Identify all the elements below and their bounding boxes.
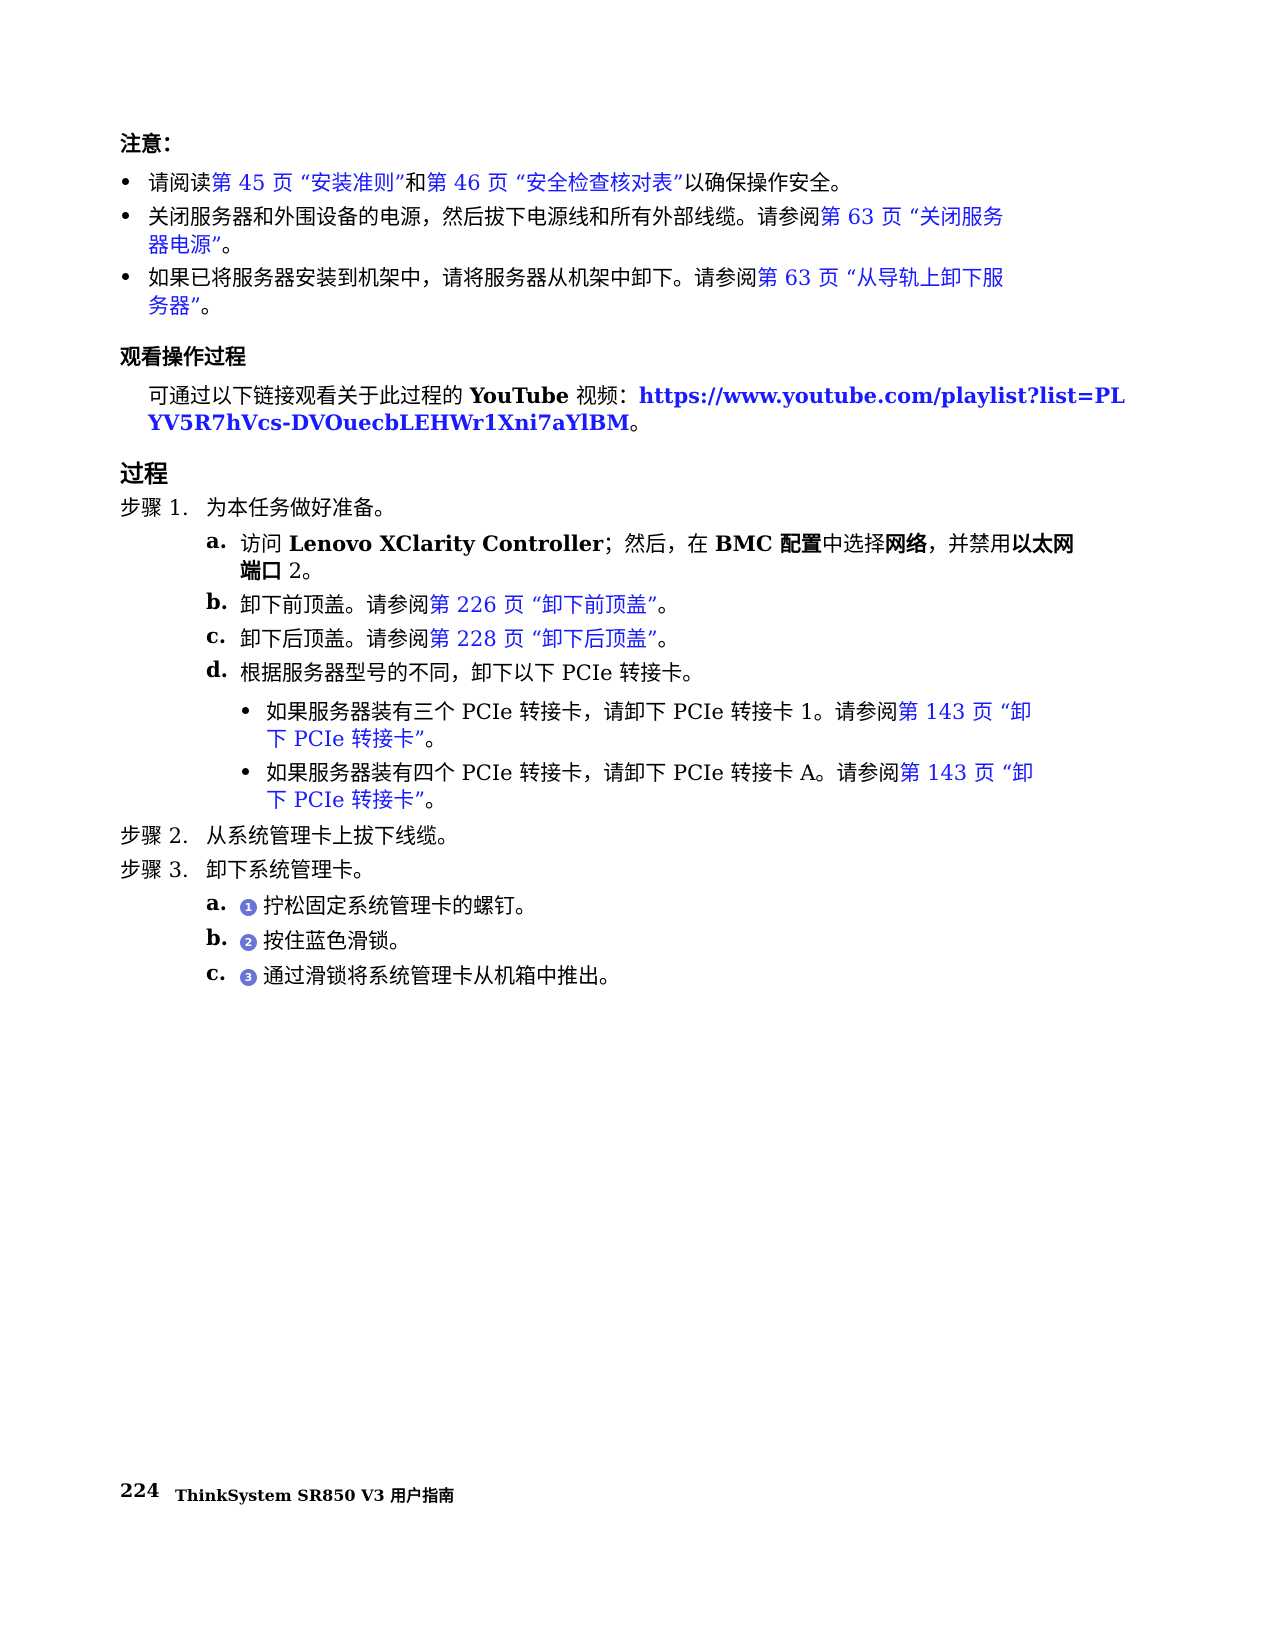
watch-text-cont: YV5R7hVcs-DVOuecbLEHWr1Xni7aYlBM。	[148, 407, 651, 437]
link-remove-rear-top-cover[interactable]: 第 228 页 “卸下后顶盖”	[429, 627, 658, 651]
watch-heading: 观看操作过程	[120, 344, 246, 369]
link-remove-front-top-cover[interactable]: 第 226 页 “卸下前顶盖”	[429, 593, 658, 617]
substep-label: d.	[206, 657, 228, 682]
substep-3c: 3 通过滑锁将系统管理卡从机箱中推出。	[240, 960, 620, 990]
step-3-label: 步骤 3.	[120, 858, 189, 882]
substep-label: c.	[206, 960, 227, 985]
youtube-playlist-link-cont[interactable]: YV5R7hVcs-DVOuecbLEHWr1Xni7aYlBM	[148, 410, 630, 435]
text: 卸下后顶盖。请参阅	[240, 627, 429, 651]
text: 视频：	[569, 384, 639, 408]
link-remove-pcie-riser[interactable]: 第 143 页 “卸	[897, 700, 1032, 724]
text: 。	[629, 411, 651, 435]
step-1-text: 为本任务做好准备。	[206, 496, 395, 520]
text: 关闭服务器和外围设备的电源，然后拔下电源线和所有外部线缆。请参阅	[148, 205, 820, 229]
substep-label: a.	[206, 890, 227, 915]
text: 。	[657, 627, 679, 651]
text: ；然后，在	[603, 532, 715, 556]
bullet-icon	[122, 212, 129, 219]
xclarity-controller: Lenovo XClarity Controller	[288, 531, 604, 556]
text: 按住蓝色滑锁。	[263, 929, 410, 953]
substep-label: a.	[206, 528, 227, 553]
bullet-icon	[242, 768, 249, 775]
text: 。	[425, 727, 447, 751]
bullet-icon	[122, 178, 129, 185]
attention-heading: 注意：	[120, 131, 183, 156]
attention-item-2: 关闭服务器和外围设备的电源，然后拔下电源线和所有外部线缆。请参阅第 63 页 “…	[148, 201, 1003, 231]
link-remove-pcie-riser-cont[interactable]: 下 PCIe 转接卡”	[266, 727, 426, 751]
text: 如果已将服务器安装到机架中，请将服务器从机架中卸下。请参阅	[148, 266, 757, 290]
attention-item-2-cont: 器电源”。	[148, 229, 243, 259]
ethernet: 以太网	[1010, 531, 1074, 556]
text: 如果服务器装有四个 PCIe 转接卡，请卸下 PCIe 转接卡 A。请参阅	[266, 761, 900, 785]
riser-bullet-2: 如果服务器装有四个 PCIe 转接卡，请卸下 PCIe 转接卡 A。请参阅第 1…	[266, 757, 1033, 787]
link-safety-checklist[interactable]: 第 46 页 “安全检查核对表”	[426, 171, 684, 195]
substep-label: c.	[206, 623, 227, 648]
link-installation-guidelines[interactable]: 第 45 页 “安装准则”	[211, 171, 406, 195]
bullet-icon	[242, 707, 249, 714]
youtube-playlist-link[interactable]: https://www.youtube.com/playlist?list=PL	[638, 383, 1125, 408]
page-number: 224	[120, 1480, 160, 1502]
text: 访问	[240, 532, 289, 556]
text: 通过滑锁将系统管理卡从机箱中推出。	[263, 964, 620, 988]
text: 拧松固定系统管理卡的螺钉。	[263, 894, 536, 918]
substep-3a: 1 拧松固定系统管理卡的螺钉。	[240, 890, 536, 920]
link-remove-pcie-riser[interactable]: 第 143 页 “卸	[899, 761, 1034, 785]
substep-1a: 访问 Lenovo XClarity Controller；然后，在 BMC 配…	[240, 528, 1074, 558]
text: 。	[657, 593, 679, 617]
step-3-text: 卸下系统管理卡。	[206, 858, 374, 882]
link-remove-from-rails-cont[interactable]: 务器”	[148, 294, 201, 318]
step-2-label: 步骤 2.	[120, 824, 189, 848]
text: 可通过以下链接观看关于此过程的	[148, 384, 470, 408]
callout-2-icon: 2	[240, 934, 257, 951]
riser-bullet-1: 如果服务器装有三个 PCIe 转接卡，请卸下 PCIe 转接卡 1。请参阅第 1…	[266, 696, 1031, 726]
attention-item-3-cont: 务器”。	[148, 290, 222, 320]
substep-label: b.	[206, 925, 228, 950]
procedure-heading: 过程	[120, 459, 168, 488]
riser-bullet-1-cont: 下 PCIe 转接卡”。	[266, 723, 446, 753]
text: 请阅读	[148, 171, 211, 195]
link-power-off-server[interactable]: 第 63 页 “关闭服务	[820, 205, 1004, 229]
step-2-text: 从系统管理卡上拔下线缆。	[206, 824, 458, 848]
text: 如果服务器装有三个 PCIe 转接卡，请卸下 PCIe 转接卡 1。请参阅	[266, 700, 898, 724]
bmc-config: BMC 配置	[714, 531, 822, 556]
text: 卸下前顶盖。请参阅	[240, 593, 429, 617]
step-label: 步骤 1.	[120, 496, 189, 520]
callout-3-icon: 3	[240, 969, 257, 986]
substep-1b: 卸下前顶盖。请参阅第 226 页 “卸下前顶盖”。	[240, 589, 679, 619]
text: 。	[200, 294, 222, 318]
link-remove-pcie-riser-cont[interactable]: 下 PCIe 转接卡”	[266, 788, 426, 812]
text: 。	[425, 788, 447, 812]
bullet-icon	[122, 273, 129, 280]
attention-item-3: 如果已将服务器安装到机架中，请将服务器从机架中卸下。请参阅第 63 页 “从导轨…	[148, 262, 1003, 292]
link-power-off-server-cont[interactable]: 器电源”	[148, 233, 222, 257]
network: 网络	[884, 531, 927, 556]
link-remove-from-rails[interactable]: 第 63 页 “从导轨上卸下服	[757, 266, 1004, 290]
text: ，并禁用	[926, 532, 1011, 556]
document-title: ThinkSystem SR850 V3 用户指南	[175, 1482, 454, 1506]
text: 中选择	[821, 532, 885, 556]
text: 2。	[282, 559, 324, 583]
watch-text: 可通过以下链接观看关于此过程的 YouTube 视频：https://www.y…	[148, 380, 1125, 410]
substep-1c: 卸下后顶盖。请参阅第 228 页 “卸下后顶盖”。	[240, 623, 679, 653]
substep-3b: 2 按住蓝色滑锁。	[240, 925, 410, 955]
attention-item-1: 请阅读第 45 页 “安装准则”和第 46 页 “安全检查核对表”以确保操作安全…	[148, 167, 851, 197]
text: 以确保操作安全。	[683, 171, 852, 195]
youtube-brand: YouTube	[469, 383, 570, 408]
callout-1-icon: 1	[240, 899, 257, 916]
substep-label: b.	[206, 589, 228, 614]
substep-1a-cont: 端口 2。	[240, 555, 323, 585]
footer-title-text: ThinkSystem SR850 V3 用户指南	[175, 1486, 455, 1505]
step-1-label: 步骤 1.	[120, 492, 189, 522]
substep-1d: 根据服务器型号的不同，卸下以下 PCIe 转接卡。	[240, 661, 704, 685]
text: 。	[221, 233, 243, 257]
riser-bullet-2-cont: 下 PCIe 转接卡”。	[266, 784, 446, 814]
text: 和	[405, 171, 427, 195]
port: 端口	[240, 558, 282, 583]
